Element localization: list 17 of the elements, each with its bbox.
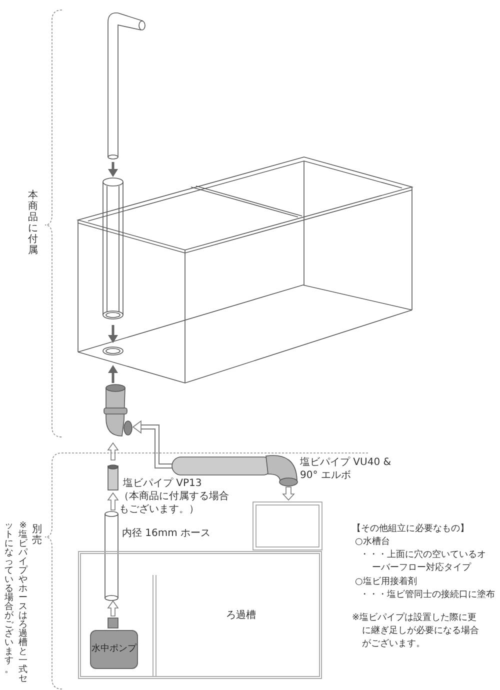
note-text: ※塩ビパイプやホースはろ過槽と一式セットになっている場合がございます。: [4, 522, 28, 686]
list-heading: 【その他組立に必要なもの】: [352, 523, 469, 536]
part-label: 内径 16mm ホース: [122, 527, 211, 540]
tank-label: ろ過槽: [226, 609, 256, 622]
list-item: ○水槽台: [355, 536, 390, 549]
part-label: 塩ビパイプ VP13: [123, 477, 202, 490]
filter-tank: [78, 551, 322, 679]
list-item: ・・・上面に穴の空いているオーバーフロー対応タイプ: [360, 549, 487, 575]
bracket-label: 別売: [32, 524, 42, 546]
part-note: （本商品に付属する場合もございます。）: [119, 490, 229, 516]
pump-body: [90, 630, 138, 669]
bracket-label: 本商品に付属: [28, 190, 38, 256]
pump-label: 水中ポンプ: [91, 643, 137, 656]
list-item: ○塩ビ用接着剤: [355, 576, 417, 589]
note-text: ※塩ビパイプは設置した際に更に継ぎ足しが必要になる場合がございます。: [352, 612, 480, 651]
list-item: ・・・塩ビ管同士の接続口に塗布: [360, 589, 495, 602]
part-label: 塩ビパイプ VU40 & 90° エルボ: [300, 456, 392, 482]
